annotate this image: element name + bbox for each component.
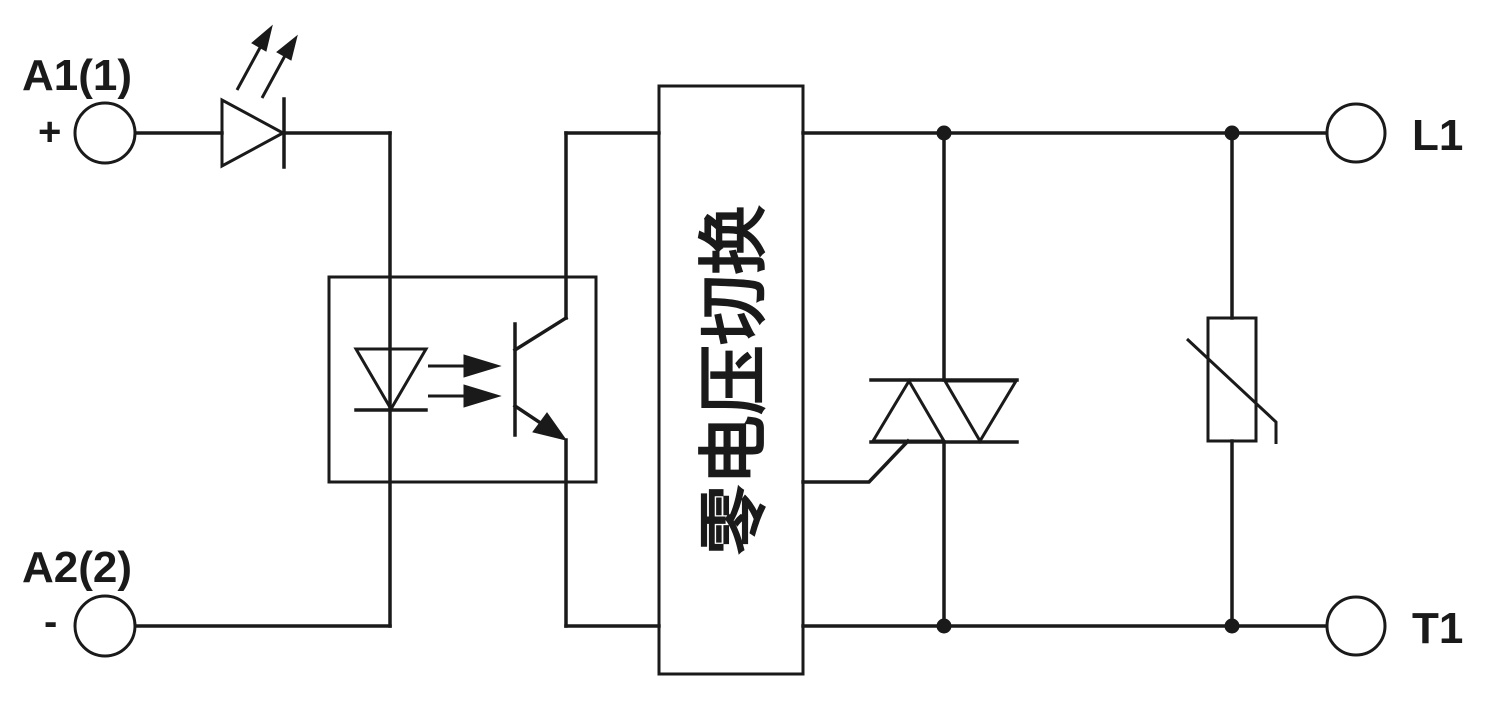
terminal-t1-icon (1325, 595, 1387, 657)
triac-icon (869, 378, 1019, 444)
input-wiring (133, 131, 392, 628)
terminal-a2-icon (73, 594, 137, 658)
terminal-a1-icon (73, 101, 137, 165)
opto-led-icon (353, 347, 429, 412)
terminal-t1-label: T1 (1412, 604, 1463, 653)
terminal-a2-label: A2(2) (22, 543, 132, 592)
optocoupler (327, 275, 598, 484)
varistor-icon (1185, 316, 1278, 444)
indicator-led-icon (220, 24, 298, 169)
zero-voltage-switch-label: 零电压切换 (693, 205, 775, 555)
terminal-a2-polarity: - (44, 600, 57, 644)
phototransistor-icon (512, 315, 569, 441)
terminal-l1-icon (1325, 102, 1387, 164)
output-wiring (801, 131, 1330, 628)
terminal-a1-label: A1(1) (22, 51, 132, 100)
transistor-wiring (564, 131, 661, 628)
zero-voltage-switch-block: 零电压切换 (657, 84, 805, 676)
junction-dots (936, 125, 1240, 634)
light-arrows-icon (428, 354, 502, 408)
terminal-l1-label: L1 (1412, 111, 1463, 160)
terminal-a1-polarity: + (38, 110, 61, 154)
